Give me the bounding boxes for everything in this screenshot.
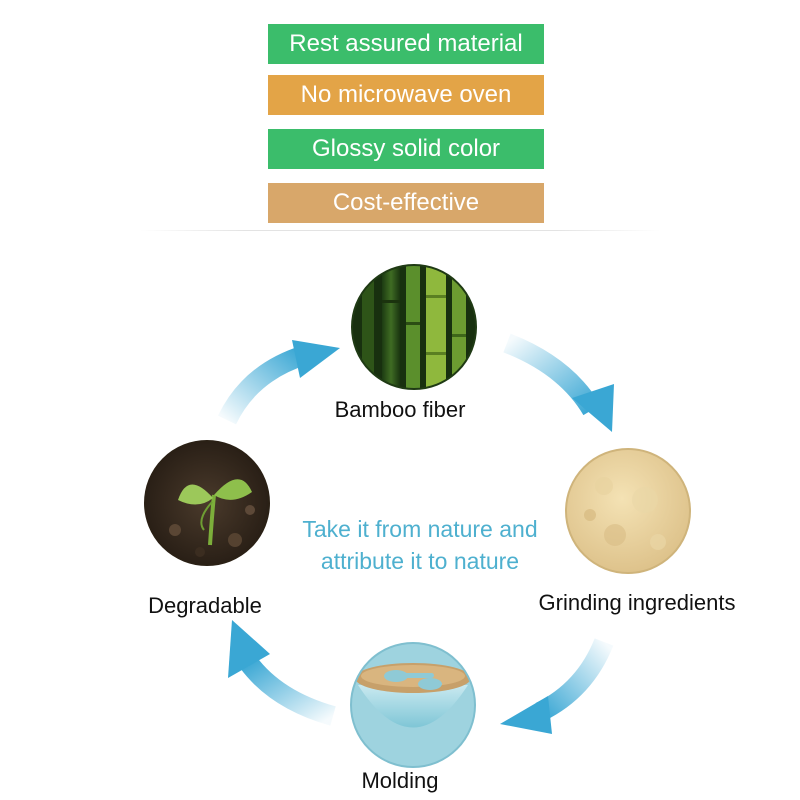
arrow-molding-to-degradable (228, 620, 336, 726)
feature-badge-material: Rest assured material (268, 24, 544, 64)
divider-line (140, 230, 660, 231)
stage-label-degradable: Degradable (148, 593, 262, 618)
powder-image-border (565, 448, 691, 574)
seedling-image (145, 441, 269, 565)
arrow-degradable-to-bamboo (217, 340, 340, 425)
arrow-grinding-to-molding (500, 638, 614, 734)
bamboo-image-border (351, 264, 477, 390)
arrow-bamboo-to-grinding (503, 333, 614, 432)
molding-image (351, 643, 475, 767)
feature-badge-microwave: No microwave oven (268, 75, 544, 115)
stage-label-molding: Molding (361, 768, 439, 793)
feature-badge-cost: Cost-effective (268, 183, 544, 223)
molding-image-border (350, 642, 476, 768)
center-text-line-2: attribute it to nature (320, 548, 520, 574)
feature-badge-glossy: Glossy solid color (268, 129, 544, 169)
seedling-image-border (144, 440, 270, 566)
powder-image (566, 449, 690, 573)
stage-label-bamboo-fiber: Bamboo fiber (334, 397, 466, 422)
stage-label-grinding-ingredients: Grinding ingredients (538, 590, 736, 615)
center-text-line-1: Take it from nature and (302, 516, 538, 542)
bamboo-image (352, 265, 476, 389)
